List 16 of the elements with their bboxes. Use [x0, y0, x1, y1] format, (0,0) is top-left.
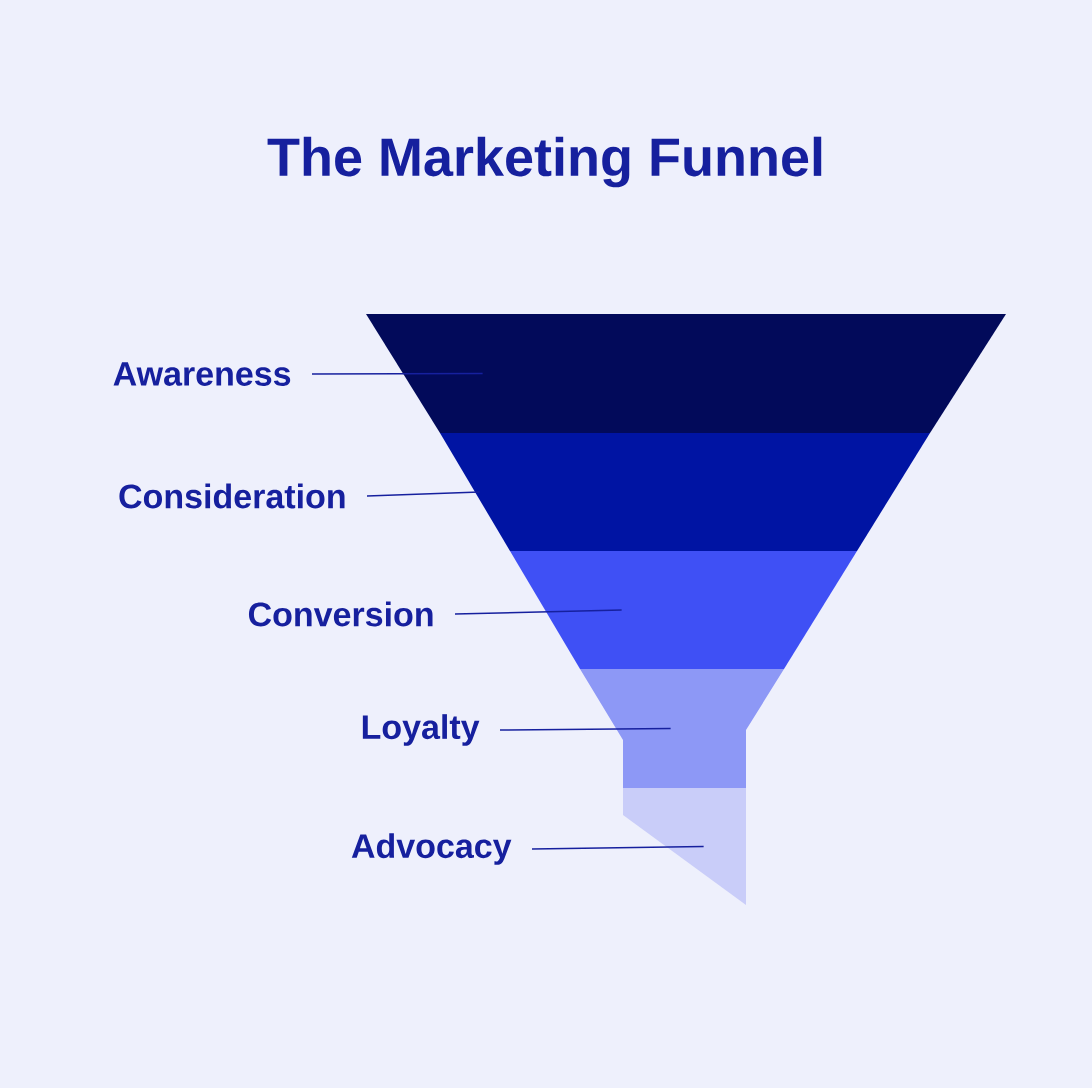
funnel-band	[366, 314, 1006, 433]
leader-line	[366, 491, 481, 497]
leader-line	[499, 727, 672, 731]
funnel-band	[580, 669, 784, 788]
stage-label: Advocacy	[351, 833, 512, 865]
leader-line	[311, 372, 484, 375]
funnel-band	[623, 788, 746, 905]
title: The Marketing Funnel	[267, 136, 822, 188]
stage-label: Conversion	[248, 601, 433, 627]
funnel-band	[440, 433, 930, 551]
funnel-band	[510, 551, 857, 669]
stage-label: Consideration	[119, 483, 345, 509]
leader-line	[531, 845, 705, 850]
stage-label: Awareness	[113, 362, 291, 386]
leader-line	[454, 609, 623, 615]
stage-label: Loyalty	[362, 714, 480, 746]
